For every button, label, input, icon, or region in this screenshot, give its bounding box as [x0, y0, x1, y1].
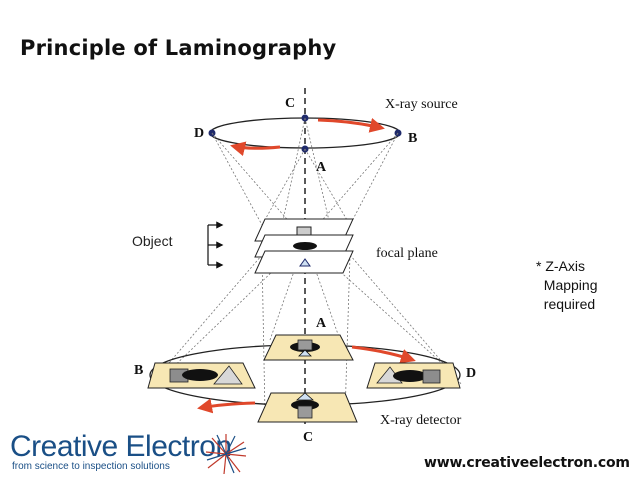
- logo-tagline: from science to inspection solutions: [12, 461, 170, 472]
- detector-b: [147, 362, 256, 389]
- website-url[interactable]: www.creativeelectron.com: [424, 455, 630, 471]
- orbit-arrow-lower: [230, 141, 281, 157]
- label-object: Object: [132, 233, 173, 249]
- label-xray-detector: X-ray detector: [380, 413, 462, 428]
- detector-arrow-left: [197, 398, 256, 414]
- label-c-top: C: [285, 96, 295, 111]
- detector-a: [263, 334, 354, 361]
- z-axis-note: * Z-Axis Mapping required: [536, 258, 598, 312]
- label-focal-plane: focal plane: [376, 246, 438, 261]
- detector-arrow-right: [351, 345, 416, 364]
- label-d-top: D: [194, 126, 204, 141]
- detector-c: [257, 392, 358, 423]
- label-b-top: B: [408, 131, 417, 146]
- beam-lines: [149, 117, 463, 416]
- orbit-arrow-upper: [317, 117, 385, 133]
- label-c-bottom: C: [303, 430, 313, 445]
- detector-d: [366, 362, 461, 389]
- starburst-icon: [205, 434, 247, 475]
- label-a-bottom: A: [316, 316, 327, 331]
- slide-title: Principle of Laminography: [20, 36, 337, 60]
- label-xray-source: X-ray source: [385, 97, 458, 112]
- company-logo: Creative Electron from science to inspec…: [8, 428, 248, 480]
- label-a-top: A: [316, 160, 327, 175]
- label-b-bottom: B: [134, 363, 143, 378]
- object-arrows: [207, 221, 224, 269]
- object-layers: [254, 218, 354, 274]
- label-d-bottom: D: [466, 366, 476, 381]
- logo-name: Creative Electron: [10, 430, 232, 463]
